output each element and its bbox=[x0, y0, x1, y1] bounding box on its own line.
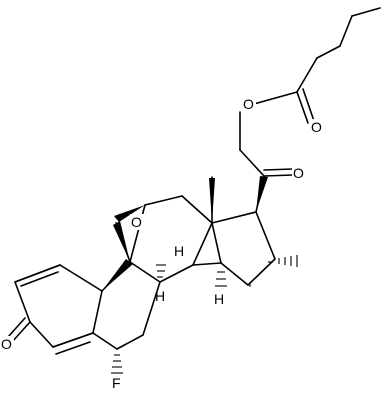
fluorine-label: F bbox=[112, 375, 121, 391]
hydrogen-9-label: H bbox=[155, 288, 165, 304]
wedge-bonds bbox=[102, 176, 268, 291]
atom-labels: O O O O O F H H H bbox=[0, 96, 324, 391]
enone-oxygen-label: O bbox=[1, 336, 12, 352]
hash-bonds bbox=[111, 255, 298, 374]
double-bonds bbox=[7, 88, 315, 355]
ester-carbonyl-oxygen-label: O bbox=[311, 119, 322, 135]
epoxide-oxygen-label: O bbox=[131, 214, 142, 230]
single-bonds bbox=[14, 7, 381, 350]
ester-oxygen-label: O bbox=[243, 96, 254, 112]
hydrogen-8-label: H bbox=[174, 243, 184, 259]
ketone-oxygen-label: O bbox=[293, 165, 304, 181]
hydrogen-14-label: H bbox=[214, 291, 224, 307]
